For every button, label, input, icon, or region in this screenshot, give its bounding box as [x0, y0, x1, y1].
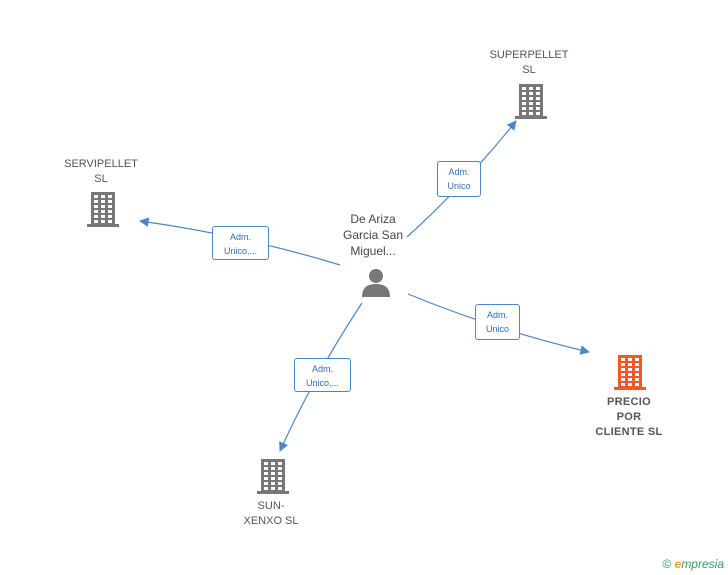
company-precio-name[interactable]: PRECIO POR CLIENTE SL [595, 396, 663, 438]
copyright-icon: © [662, 557, 672, 571]
company-superpellet-name[interactable]: SUPERPELLET SL [489, 49, 569, 76]
building-icon[interactable] [86, 191, 120, 227]
edge-label-servipellet[interactable]: Adm. Unico,... [212, 226, 269, 260]
edge-label-precio[interactable]: Adm. Unico [475, 304, 520, 340]
building-icon[interactable] [256, 458, 290, 494]
edge-label-sunxenxo[interactable]: Adm. Unico,... [294, 358, 351, 392]
edge-label-superpellet[interactable]: Adm. Unico [437, 161, 481, 197]
building-icon-highlight[interactable] [613, 354, 647, 390]
brand-logo: empresia [674, 557, 724, 571]
footer-brand: © empresia [662, 557, 724, 571]
person-icon[interactable] [361, 267, 391, 297]
building-icon[interactable] [514, 83, 548, 119]
company-sunxenxo-name[interactable]: SUN- XENXO SL [243, 500, 299, 527]
person-name[interactable]: De Ariza Garcia San Miguel... [342, 212, 404, 258]
company-servipellet-name[interactable]: SERVIPELLET SL [64, 158, 138, 185]
